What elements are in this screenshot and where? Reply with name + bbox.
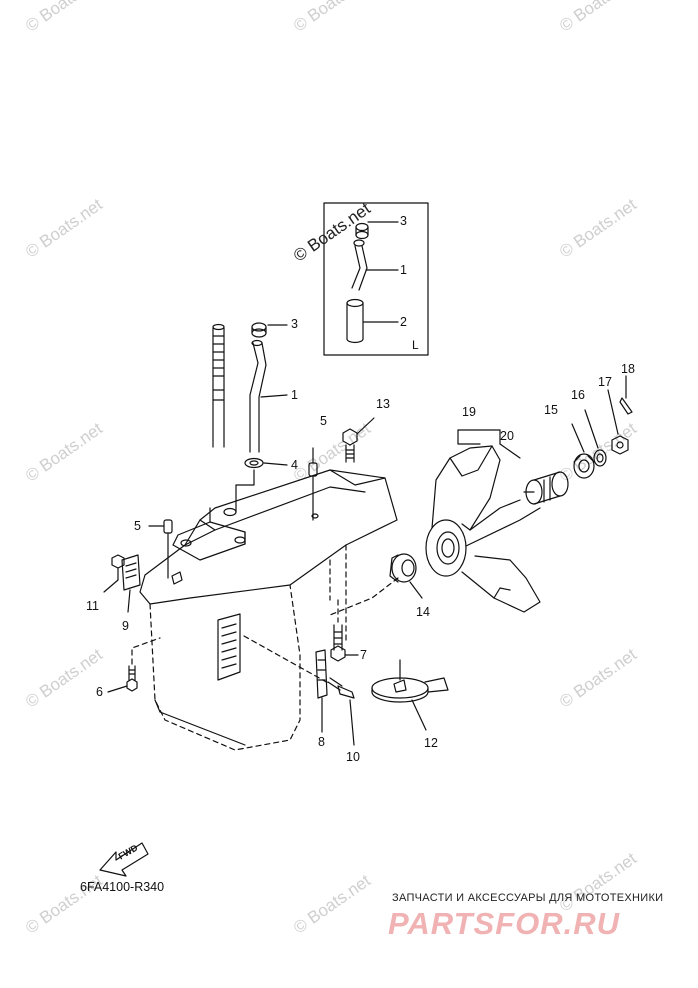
callout-11: 11	[86, 599, 99, 613]
callout-inset-3: 3	[400, 214, 407, 228]
bolt-part-13	[342, 417, 375, 463]
callout-16: 16	[571, 388, 585, 402]
callout-12: 12	[424, 736, 438, 750]
callout-inset-2: 2	[400, 315, 407, 329]
callout-5-upper: 5	[320, 414, 327, 428]
inset-tube-part	[346, 298, 364, 344]
callout-3: 3	[291, 317, 298, 331]
callout-15: 15	[544, 403, 558, 417]
spacer-part-20	[523, 471, 569, 505]
callout-18: 18	[621, 362, 635, 376]
inset-leaders	[363, 221, 399, 323]
bolt-part-6	[107, 637, 161, 693]
washer-part	[244, 457, 264, 469]
inset-pipe-part	[351, 245, 368, 291]
callout-inset-1: 1	[400, 263, 407, 277]
leader-washer	[235, 469, 255, 513]
propeller-part-19	[425, 429, 541, 613]
thrust-bushing-part-14	[329, 553, 423, 616]
inset-grommet-part	[353, 222, 369, 247]
fwd-arrow-icon	[99, 842, 149, 877]
callout-17: 17	[598, 375, 612, 389]
anode-part-12	[371, 659, 449, 731]
washer-part-15	[571, 423, 595, 479]
cotter-pin-part-18	[619, 375, 633, 415]
callout-13: 13	[376, 397, 390, 411]
nut-part-17	[607, 389, 629, 455]
callout-20: 20	[500, 429, 514, 443]
callout-14: 14	[416, 605, 430, 619]
drive-shaft	[212, 323, 225, 448]
callout-6: 6	[96, 685, 103, 699]
callout-5-lower: 5	[134, 519, 141, 533]
spacer-part-16	[584, 409, 607, 467]
bolt-part-7	[330, 599, 359, 662]
callout-10: 10	[346, 750, 360, 764]
leaders-upper	[260, 324, 288, 466]
anode-part-8	[315, 649, 328, 733]
footer-tagline: ЗАПЧАСТИ И АКСЕССУАРЫ ДЛЯ МОТОТЕХНИКИ	[392, 892, 664, 904]
diagram-code: 6FA4100-R340	[80, 880, 165, 894]
callout-19: 19	[462, 405, 476, 419]
callout-1: 1	[291, 388, 298, 402]
footer-brand-logo: PARTSFOR.RU	[388, 906, 621, 941]
screw-part-10	[243, 635, 355, 746]
lower-casing	[139, 469, 398, 751]
callout-9: 9	[122, 619, 129, 633]
callout-7: 7	[360, 648, 367, 662]
callout-4: 4	[291, 458, 298, 472]
inset-frame	[323, 202, 429, 356]
anode-part-9	[103, 554, 141, 613]
inset-label: L	[412, 338, 419, 352]
callout-8: 8	[318, 735, 325, 749]
washer-hole	[249, 460, 259, 466]
water-pipe-part	[249, 322, 267, 453]
